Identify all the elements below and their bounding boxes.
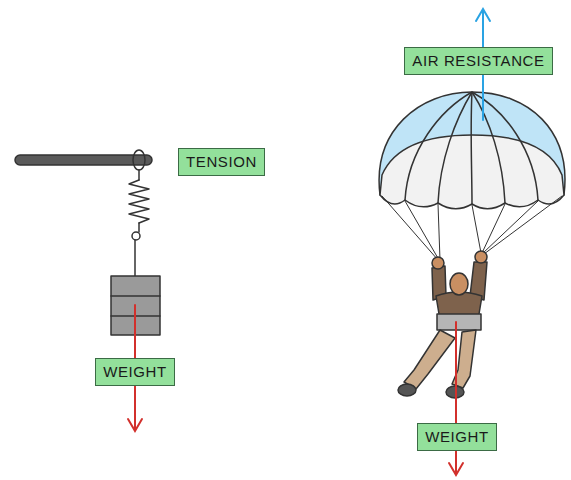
spring-hook: [132, 232, 140, 240]
hanging-ring: [133, 150, 145, 170]
arrow-head: [449, 463, 463, 475]
canopy-seam: [438, 92, 472, 203]
head: [450, 273, 468, 295]
canopy-seam: [472, 92, 505, 203]
canopy-seam: [472, 92, 538, 200]
canopy-seams: [405, 92, 538, 204]
suspension-line: [405, 201, 439, 260]
force-label: WEIGHT: [95, 358, 175, 386]
force-label: WEIGHT: [417, 423, 497, 451]
suspension-line: [438, 204, 440, 260]
suspension-lines: [382, 196, 562, 260]
label-text: WEIGHT: [103, 364, 167, 381]
spring-wire: [138, 223, 140, 232]
spring-wire: [138, 170, 140, 180]
label-text: WEIGHT: [425, 429, 489, 446]
spring-coil: [129, 180, 149, 223]
arrow-head: [128, 419, 142, 431]
spring-wire: [134, 240, 136, 276]
canopy-seam: [405, 92, 472, 200]
support-rod: [15, 155, 152, 165]
spring-balance: [15, 150, 160, 335]
left-leg: [404, 330, 455, 389]
suspension-line: [382, 196, 438, 260]
left-hand: [432, 257, 444, 269]
harness: [437, 314, 481, 330]
suspension-line: [482, 204, 505, 253]
suspension-line: [472, 205, 481, 253]
label-text: AIR RESISTANCE: [412, 53, 544, 70]
left-shoe: [398, 384, 416, 396]
arrow-head: [476, 9, 490, 21]
force-label: TENSION: [178, 148, 265, 176]
force-label: AIR RESISTANCE: [404, 47, 553, 75]
parachutist: [398, 251, 487, 398]
right-hand: [475, 251, 487, 263]
parachute: [379, 92, 565, 260]
label-text: TENSION: [186, 154, 257, 171]
canopy-seam: [470, 92, 472, 204]
suspension-line: [484, 196, 562, 254]
mass-stripe: [111, 295, 160, 297]
suspension-line: [483, 201, 538, 253]
arrow-shaft: [455, 322, 457, 474]
weight-arrow: [449, 322, 463, 475]
